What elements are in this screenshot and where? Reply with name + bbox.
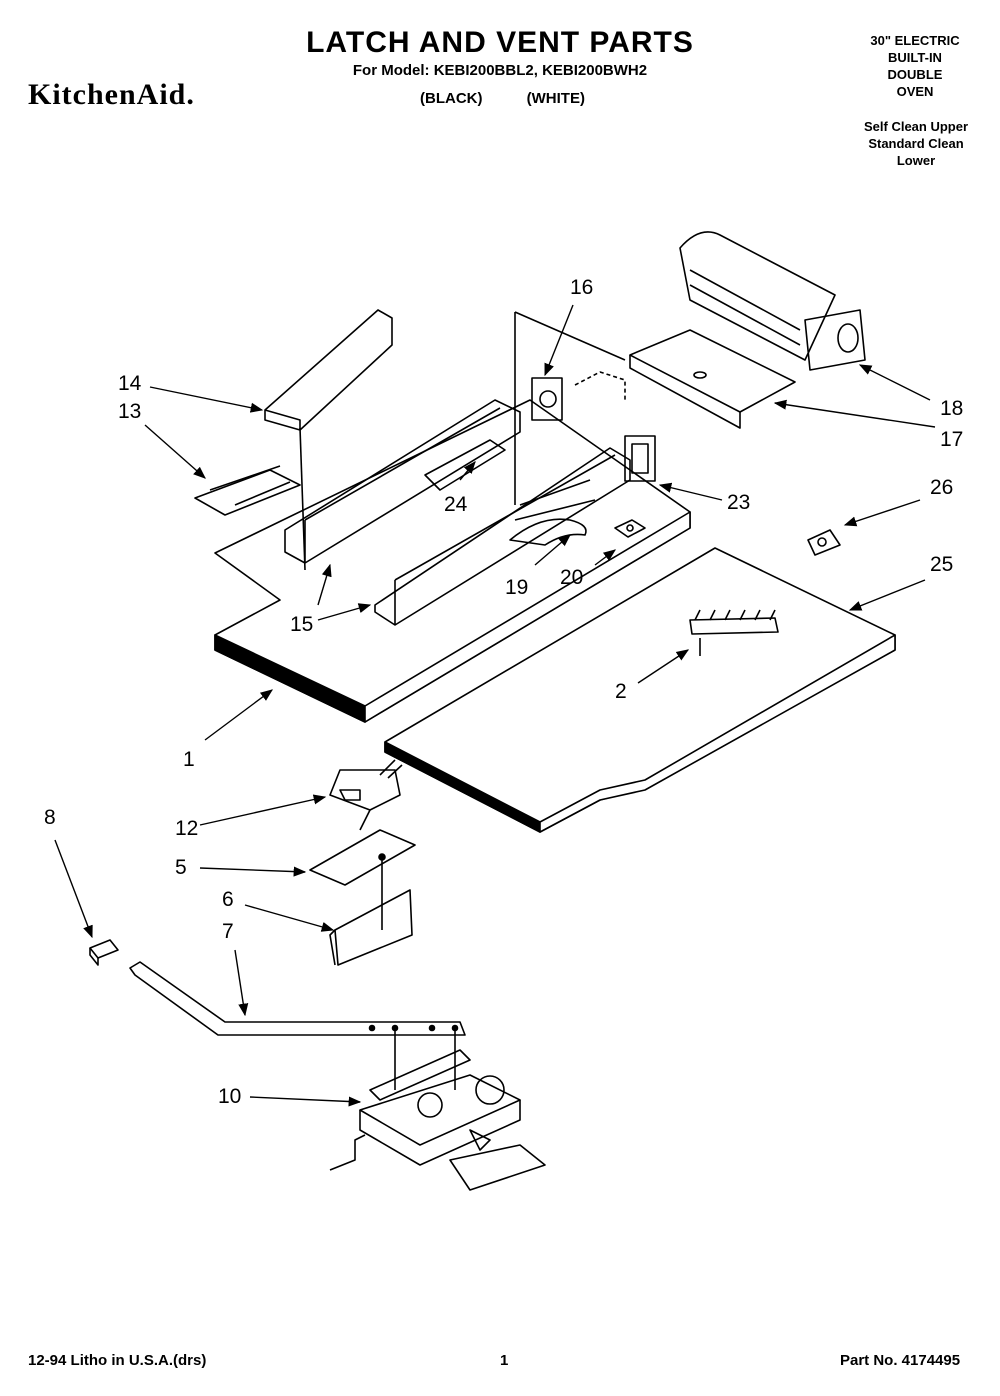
part-19-hose — [509, 518, 587, 546]
clean-line-3: Lower — [896, 153, 936, 168]
page-number: 1 — [500, 1352, 509, 1369]
color-black-label: (BLACK) — [420, 90, 483, 107]
callout-13: 13 — [118, 400, 142, 423]
model-line: For Model: KEBI200BBL2, KEBI200BWH2 — [352, 62, 648, 79]
callout-23: 23 — [727, 491, 751, 514]
part-26-clip — [807, 529, 841, 556]
callout-14: 14 — [118, 372, 142, 395]
callout-8: 8 — [44, 806, 56, 829]
part-8-bumper — [89, 939, 119, 966]
callout-10: 10 — [218, 1085, 242, 1108]
callout-15: 15 — [290, 613, 314, 636]
callout-19: 19 — [505, 576, 529, 599]
callout-20: 20 — [560, 566, 584, 589]
part-17-bracket — [629, 329, 796, 429]
part-25-lower-panel — [384, 547, 896, 833]
part-1-top-panel — [214, 399, 691, 723]
callout-5: 5 — [175, 856, 187, 879]
callout-18: 18 — [940, 397, 964, 420]
part-2-terminal — [689, 609, 779, 656]
part-16-gasket — [531, 371, 626, 421]
product-line-4: OVEN — [896, 84, 934, 99]
part-12-switch — [329, 759, 403, 831]
part-20-bracket — [614, 519, 646, 538]
callout-leaders — [54, 304, 936, 1107]
callout-24: 24 — [444, 493, 468, 516]
color-white-label: (WHITE) — [526, 90, 585, 107]
callout-17: 17 — [940, 428, 964, 451]
kitchenaid-logo: KitchenAid. — [28, 78, 195, 111]
color-labels: (BLACK) (WHITE) — [420, 90, 625, 107]
part-18-blower — [679, 231, 866, 371]
callout-2: 2 — [615, 680, 627, 703]
part-6-shield — [329, 889, 413, 966]
part-10-latch-assembly — [329, 1049, 546, 1191]
callout-6: 6 — [222, 888, 234, 911]
part-23-gasket — [624, 435, 656, 482]
litho-note: 12-94 Litho in U.S.A.(drs) — [28, 1352, 207, 1369]
product-line-2: BUILT-IN — [888, 50, 942, 65]
product-line-3: DOUBLE — [887, 67, 943, 82]
part-13-bracket — [194, 465, 301, 516]
callout-1: 1 — [183, 748, 195, 771]
clean-description: Self Clean Upper Standard Clean Lower — [836, 118, 996, 169]
page-title: LATCH AND VENT PARTS — [306, 26, 694, 59]
product-description: 30" ELECTRIC BUILT-IN DOUBLE OVEN — [840, 32, 990, 100]
part-16-guide — [514, 311, 626, 361]
product-line-1: 30" ELECTRIC — [870, 33, 960, 48]
part-14-bracket — [264, 309, 393, 571]
callout-12: 12 — [175, 817, 199, 840]
clean-line-2: Standard Clean — [868, 136, 964, 151]
callout-26: 26 — [930, 476, 954, 499]
callout-7: 7 — [222, 920, 234, 943]
part-number: Part No. 4174495 — [840, 1352, 961, 1369]
callout-25: 25 — [930, 553, 954, 576]
callout-16: 16 — [570, 276, 594, 299]
clean-line-1: Self Clean Upper — [863, 119, 969, 134]
part-5-plate — [309, 829, 416, 930]
